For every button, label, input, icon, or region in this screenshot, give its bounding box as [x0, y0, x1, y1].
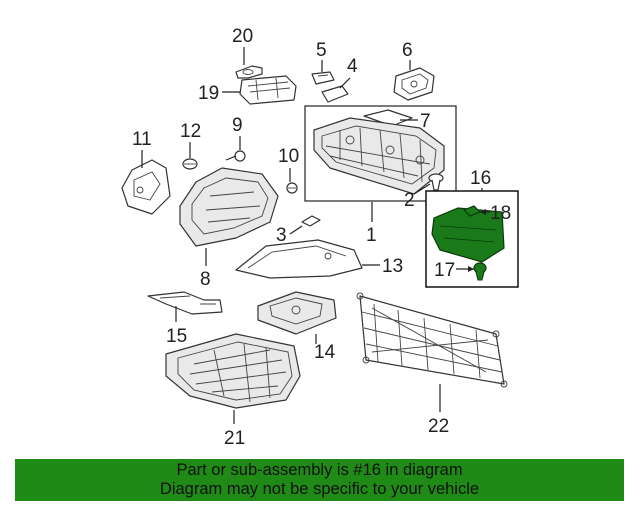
callout-7: 7 — [420, 111, 431, 132]
part-5[interactable] — [311, 71, 335, 85]
part-13[interactable] — [235, 239, 363, 279]
banner-line-2: Diagram may not be specific to your vehi… — [159, 480, 480, 498]
callout-18: 18 — [490, 203, 511, 224]
part-4[interactable] — [321, 85, 349, 103]
callout-12: 12 — [180, 121, 201, 142]
part-2[interactable] — [428, 173, 444, 191]
callout-5: 5 — [316, 40, 327, 61]
callout-10: 10 — [278, 146, 299, 167]
callout-14: 14 — [314, 342, 336, 363]
callout-15: 15 — [166, 326, 187, 347]
part-22[interactable] — [356, 292, 508, 388]
part-1-group-box — [304, 105, 457, 202]
callout-1: 1 — [366, 225, 377, 246]
parts-diagram: 20 19 5 4 6 7 1 — [121, 26, 519, 449]
callout-9: 9 — [232, 115, 243, 136]
arrow-18 — [480, 209, 486, 215]
part-16-group[interactable] — [425, 190, 519, 288]
part-11[interactable] — [121, 159, 171, 215]
callout-4: 4 — [347, 56, 358, 77]
part-3[interactable] — [301, 215, 321, 227]
part-8[interactable] — [179, 167, 279, 247]
callout-8: 8 — [200, 269, 211, 290]
part-1[interactable] — [313, 117, 445, 195]
part-19[interactable] — [239, 75, 297, 105]
part-16 — [431, 207, 505, 263]
info-banner: Part or sub-assembly is #16 in diagram D… — [15, 459, 624, 501]
part-15[interactable] — [147, 291, 223, 315]
part-20[interactable] — [235, 65, 263, 79]
part-21[interactable] — [165, 333, 301, 409]
banner-line-1: Part or sub-assembly is #16 in diagram — [176, 461, 463, 479]
part-12[interactable] — [182, 158, 198, 170]
callout-22: 22 — [428, 416, 449, 437]
arrow-17 — [468, 266, 474, 272]
callout-11: 11 — [132, 129, 152, 150]
part-17 — [473, 262, 487, 281]
callout-16: 16 — [470, 168, 491, 189]
callout-17: 17 — [434, 260, 455, 281]
part-10[interactable] — [286, 182, 298, 194]
callout-6: 6 — [402, 40, 413, 61]
callout-21: 21 — [224, 428, 245, 449]
callout-13: 13 — [382, 256, 403, 277]
callout-2: 2 — [404, 190, 415, 211]
callout-3: 3 — [276, 225, 287, 246]
callout-20: 20 — [232, 26, 253, 47]
part-6[interactable] — [393, 67, 435, 101]
part-9[interactable] — [225, 150, 246, 162]
callout-19: 19 — [198, 83, 219, 104]
part-14[interactable] — [257, 291, 337, 335]
